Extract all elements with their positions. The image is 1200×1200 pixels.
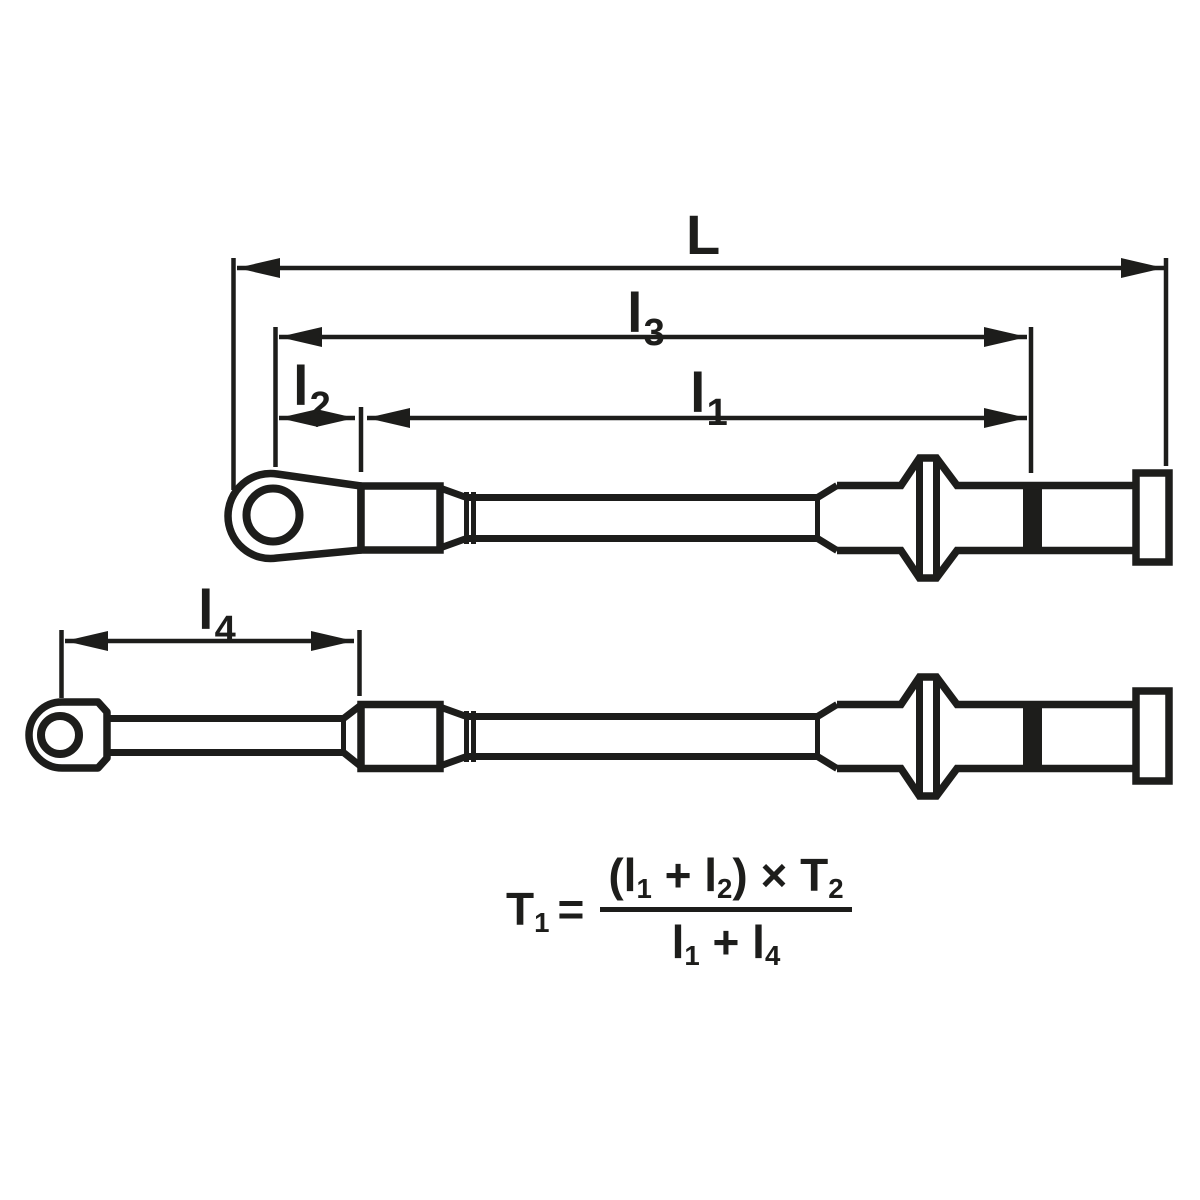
label-l1: l1 bbox=[690, 361, 728, 434]
shaft bbox=[465, 713, 818, 760]
end-cap bbox=[1132, 469, 1173, 566]
dimension-l1: l1 bbox=[367, 361, 1027, 434]
equals-sign: = bbox=[557, 883, 585, 936]
shaft bbox=[465, 494, 818, 542]
arrowhead-l4-left bbox=[65, 631, 108, 651]
handle-flare bbox=[815, 701, 839, 772]
handle-outline-top bbox=[837, 673, 1136, 709]
handle-flare bbox=[815, 482, 839, 554]
arrowhead-l1-right bbox=[984, 408, 1027, 428]
sleeve-taper bbox=[438, 484, 467, 552]
handle-band bbox=[1023, 482, 1042, 554]
arrowhead-l3-left bbox=[279, 327, 322, 347]
formula-t1-base: T bbox=[506, 883, 535, 936]
label-L: L bbox=[686, 203, 720, 266]
end-cap bbox=[1132, 687, 1173, 785]
pivot-disc-edges bbox=[916, 458, 940, 578]
label-l2: l2 bbox=[293, 354, 331, 427]
handle-outline-bottom bbox=[837, 764, 1136, 800]
formula-numerator: (l1 + l2) × T2 bbox=[608, 849, 844, 905]
reaction-sleeve bbox=[357, 482, 444, 554]
fraction-bar bbox=[600, 906, 852, 912]
formula-fraction: (l1 + l2) × T2 l1 + l4 bbox=[600, 846, 852, 973]
handle-outline-bottom bbox=[837, 546, 1136, 582]
formula-t1-sub: 1 bbox=[534, 907, 550, 939]
arrowhead-L-left bbox=[237, 258, 280, 278]
handle-band bbox=[1023, 701, 1042, 772]
arrowhead-l2-left bbox=[279, 409, 318, 427]
ring-head-bore bbox=[242, 484, 304, 546]
arrowhead-l3-right bbox=[984, 327, 1027, 347]
label-l3: l3 bbox=[627, 281, 665, 354]
sleeve-taper bbox=[438, 703, 467, 770]
wrench-top bbox=[224, 454, 1173, 582]
arrowhead-l1-left bbox=[367, 408, 410, 428]
label-l4: l4 bbox=[198, 578, 236, 651]
formula-denominator: l1 + l4 bbox=[671, 915, 781, 971]
torque-formula: T1 = (l1 + l2) × T2 l1 + l4 bbox=[506, 846, 852, 973]
thin-shaft bbox=[107, 715, 344, 756]
dimension-l4: l4 bbox=[59, 578, 362, 698]
dimension-l2: l2 bbox=[279, 354, 364, 472]
arrowhead-l4-right bbox=[311, 631, 354, 651]
pivot-disc-edges bbox=[916, 677, 940, 796]
reaction-sleeve bbox=[357, 700, 444, 773]
arrowhead-l2-right bbox=[316, 409, 355, 427]
ring-head-bore bbox=[37, 712, 83, 758]
dimension-l3: l3 bbox=[273, 281, 1034, 473]
handle-outline-top bbox=[837, 454, 1136, 490]
arrowhead-L-right bbox=[1121, 258, 1164, 278]
formula-lhs: T1 bbox=[506, 882, 549, 936]
dimension-L: L bbox=[231, 203, 1169, 490]
wrench-bottom bbox=[25, 673, 1173, 800]
